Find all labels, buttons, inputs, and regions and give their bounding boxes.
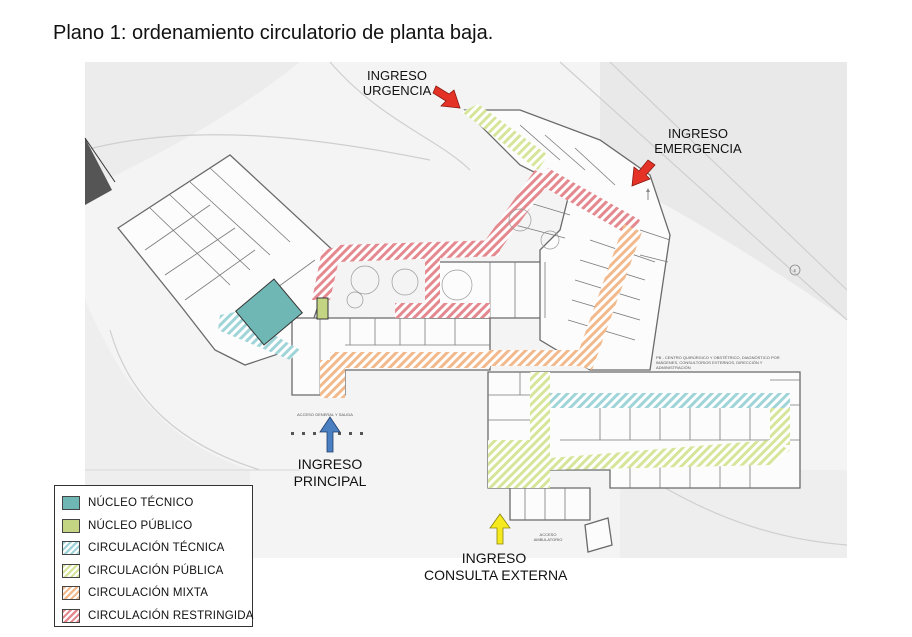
arrow-principal [319, 416, 341, 453]
legend-label: CIRCULACIÓN MIXTA [88, 587, 209, 600]
legend-swatch [62, 541, 80, 556]
legend-item: CIRCULACIÓN MIXTA [62, 582, 246, 605]
centro-note: PB - CENTRO QUIRÚRGICO Y OBSTÉTRICO, DIA… [656, 355, 780, 370]
legend-swatch [62, 496, 80, 511]
callout-consulta-line1: INGRESO [461, 550, 527, 566]
callout-urgencia-line1: INGRESO [367, 68, 427, 83]
callout-emergencia-line2: EMERGENCIA [654, 141, 742, 156]
arrow-urgencia [432, 85, 461, 109]
legend-swatch [62, 518, 80, 533]
legend-label: NÚCLEO TÉCNICO [88, 497, 194, 510]
legend-swatch [62, 563, 80, 578]
callout-ingreso-emergencia: INGRESO EMERGENCIA [650, 126, 746, 156]
page-title: Plano 1: ordenamiento circulatorio de pl… [53, 22, 494, 44]
arrow-emergencia [631, 159, 656, 187]
courtyard-trees [346, 208, 560, 309]
marker-e: E [793, 268, 797, 273]
legend: NÚCLEO TÉCNICO NÚCLEO PÚBLICO CIRCULACIÓN … [54, 485, 253, 627]
callout-ingreso-consulta: INGRESO CONSULTA EXTERNA [424, 550, 568, 584]
legend-item: NÚCLEO PÚBLICO [62, 515, 246, 538]
legend-item: CIRCULACIÓN RESTRINGIDA [62, 605, 253, 628]
arrow-consulta [489, 513, 511, 545]
legend-item: CIRCULACIÓN PÚBLICA [62, 560, 246, 583]
legend-label: CIRCULACIÓN RESTRINGIDA [88, 609, 254, 622]
legend-item: CIRCULACIÓN TÉCNICA [62, 537, 246, 560]
nucleo-publico-area [316, 297, 329, 320]
callout-consulta-line2: CONSULTA EXTERNA [424, 567, 568, 583]
nucleo-tecnico-area [235, 278, 303, 346]
callout-ingreso-urgencia: INGRESO URGENCIA [358, 68, 436, 98]
entrance-bollards [291, 432, 363, 435]
legend-item: NÚCLEO TÉCNICO [62, 492, 246, 515]
callout-ingreso-principal: INGRESO PRINCIPAL [290, 456, 370, 490]
callout-principal-line2: PRINCIPAL [293, 473, 367, 489]
legend-label: NÚCLEO PÚBLICO [88, 519, 193, 532]
callout-principal-line1: INGRESO [297, 456, 363, 472]
circulacion-publica [462, 104, 790, 488]
circulacion-mixta [320, 224, 642, 398]
legend-swatch [62, 608, 80, 623]
acceso-ambulatorio-note: ACCESO AMBULATORIO [533, 532, 563, 542]
legend-label: CIRCULACIÓN PÚBLICA [88, 564, 224, 577]
callout-urgencia-line2: URGENCIA [362, 83, 432, 98]
legend-swatch [62, 586, 80, 601]
callout-emergencia-line1: INGRESO [668, 126, 728, 141]
legend-label: CIRCULACIÓN TÉCNICA [88, 542, 225, 555]
circulacion-restringida [312, 168, 640, 318]
acceso-general-note: ACCESO GENERAL Y SALIDA [297, 412, 353, 417]
